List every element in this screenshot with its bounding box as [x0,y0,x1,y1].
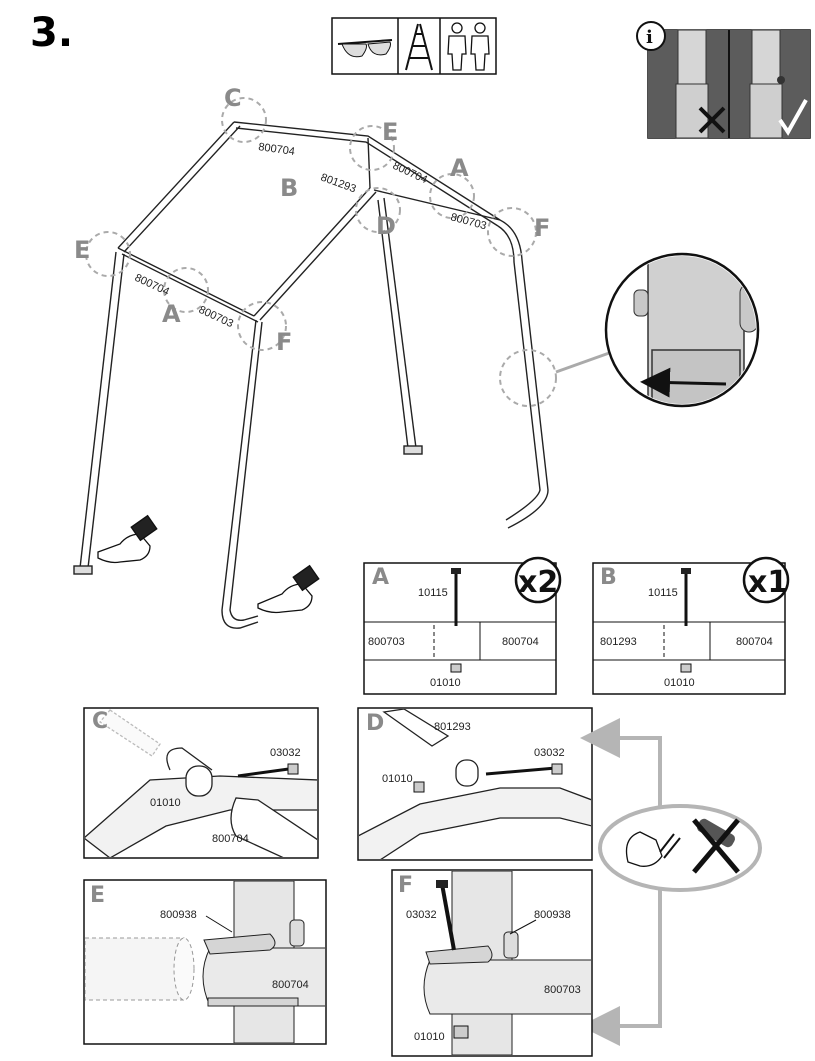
panel-b: B x1 10115 801293 800704 01010 [592,556,790,695]
cross-mark-icon [698,106,726,134]
zoom-detail [555,252,760,408]
svg-text:800703: 800703 [368,636,405,648]
svg-text:B: B [280,174,298,202]
pointing-hand-icon [97,514,158,564]
svg-text:i: i [646,27,653,48]
svg-text:800704: 800704 [272,979,309,991]
frame-drawing [73,121,549,629]
svg-text:C: C [92,709,108,734]
panel-a: A x2 10115 800703 800704 01010 [363,556,562,695]
svg-text:10115: 10115 [418,587,448,599]
svg-text:01010: 01010 [664,677,695,689]
panel-d: D 801293 03032 01010 [357,707,593,861]
ladder-icon [405,23,433,71]
svg-text:800704: 800704 [502,636,539,648]
frame-letters: C E E B A D F A F [74,84,550,356]
svg-text:03032: 03032 [406,909,437,921]
svg-text:C: C [224,84,242,112]
info-panel: i [636,21,811,139]
svg-text:03032: 03032 [534,747,565,759]
two-people-icon [447,22,490,71]
svg-text:801293: 801293 [434,721,471,733]
svg-text:A: A [450,154,469,182]
svg-text:E: E [90,883,105,908]
svg-text:x1: x1 [748,565,788,600]
step-number: 3. [30,10,73,56]
svg-text:800703: 800703 [544,984,581,996]
svg-text:800938: 800938 [534,909,571,921]
hand-tool-oval [598,804,762,892]
hand-tighten-icon [625,831,681,867]
svg-text:01010: 01010 [430,677,461,689]
svg-text:800704: 800704 [212,833,249,845]
svg-text:F: F [398,873,413,898]
frame-part-numbers: 800704 801293 800704 800703 800704 80070… [133,141,488,330]
svg-text:800704: 800704 [258,141,296,158]
check-mark-icon [778,99,808,136]
svg-text:E: E [74,236,90,264]
svg-text:801293: 801293 [319,172,358,196]
svg-text:E: E [382,118,398,146]
svg-text:D: D [366,711,384,736]
no-power-tool-icon [692,818,740,874]
svg-text:800938: 800938 [160,909,197,921]
callout-circles [85,97,557,407]
svg-text:F: F [534,214,550,242]
svg-text:800703: 800703 [449,211,488,232]
svg-text:B: B [600,565,617,590]
panel-c: C 03032 01010 800704 [83,707,319,859]
panel-f: F 03032 800938 800703 01010 [391,869,593,1057]
safety-icons [331,17,497,75]
safety-glasses-icon [337,39,393,58]
svg-text:01010: 01010 [150,797,181,809]
svg-text:A: A [162,300,181,328]
panel-e: E 800938 800704 [83,879,327,1045]
svg-text:01010: 01010 [382,773,413,785]
svg-text:D: D [376,212,396,240]
svg-text:10115: 10115 [648,587,678,599]
svg-text:x2: x2 [518,565,558,600]
svg-text:800704: 800704 [736,636,773,648]
svg-text:03032: 03032 [270,747,301,759]
svg-text:01010: 01010 [414,1031,445,1043]
svg-text:F: F [276,328,292,356]
connector-lines [580,718,662,1046]
info-icon: i [636,21,666,51]
pointing-hand-icon [257,564,320,614]
svg-text:801293: 801293 [600,636,637,648]
svg-text:A: A [372,565,389,590]
svg-text:800704: 800704 [391,160,429,186]
